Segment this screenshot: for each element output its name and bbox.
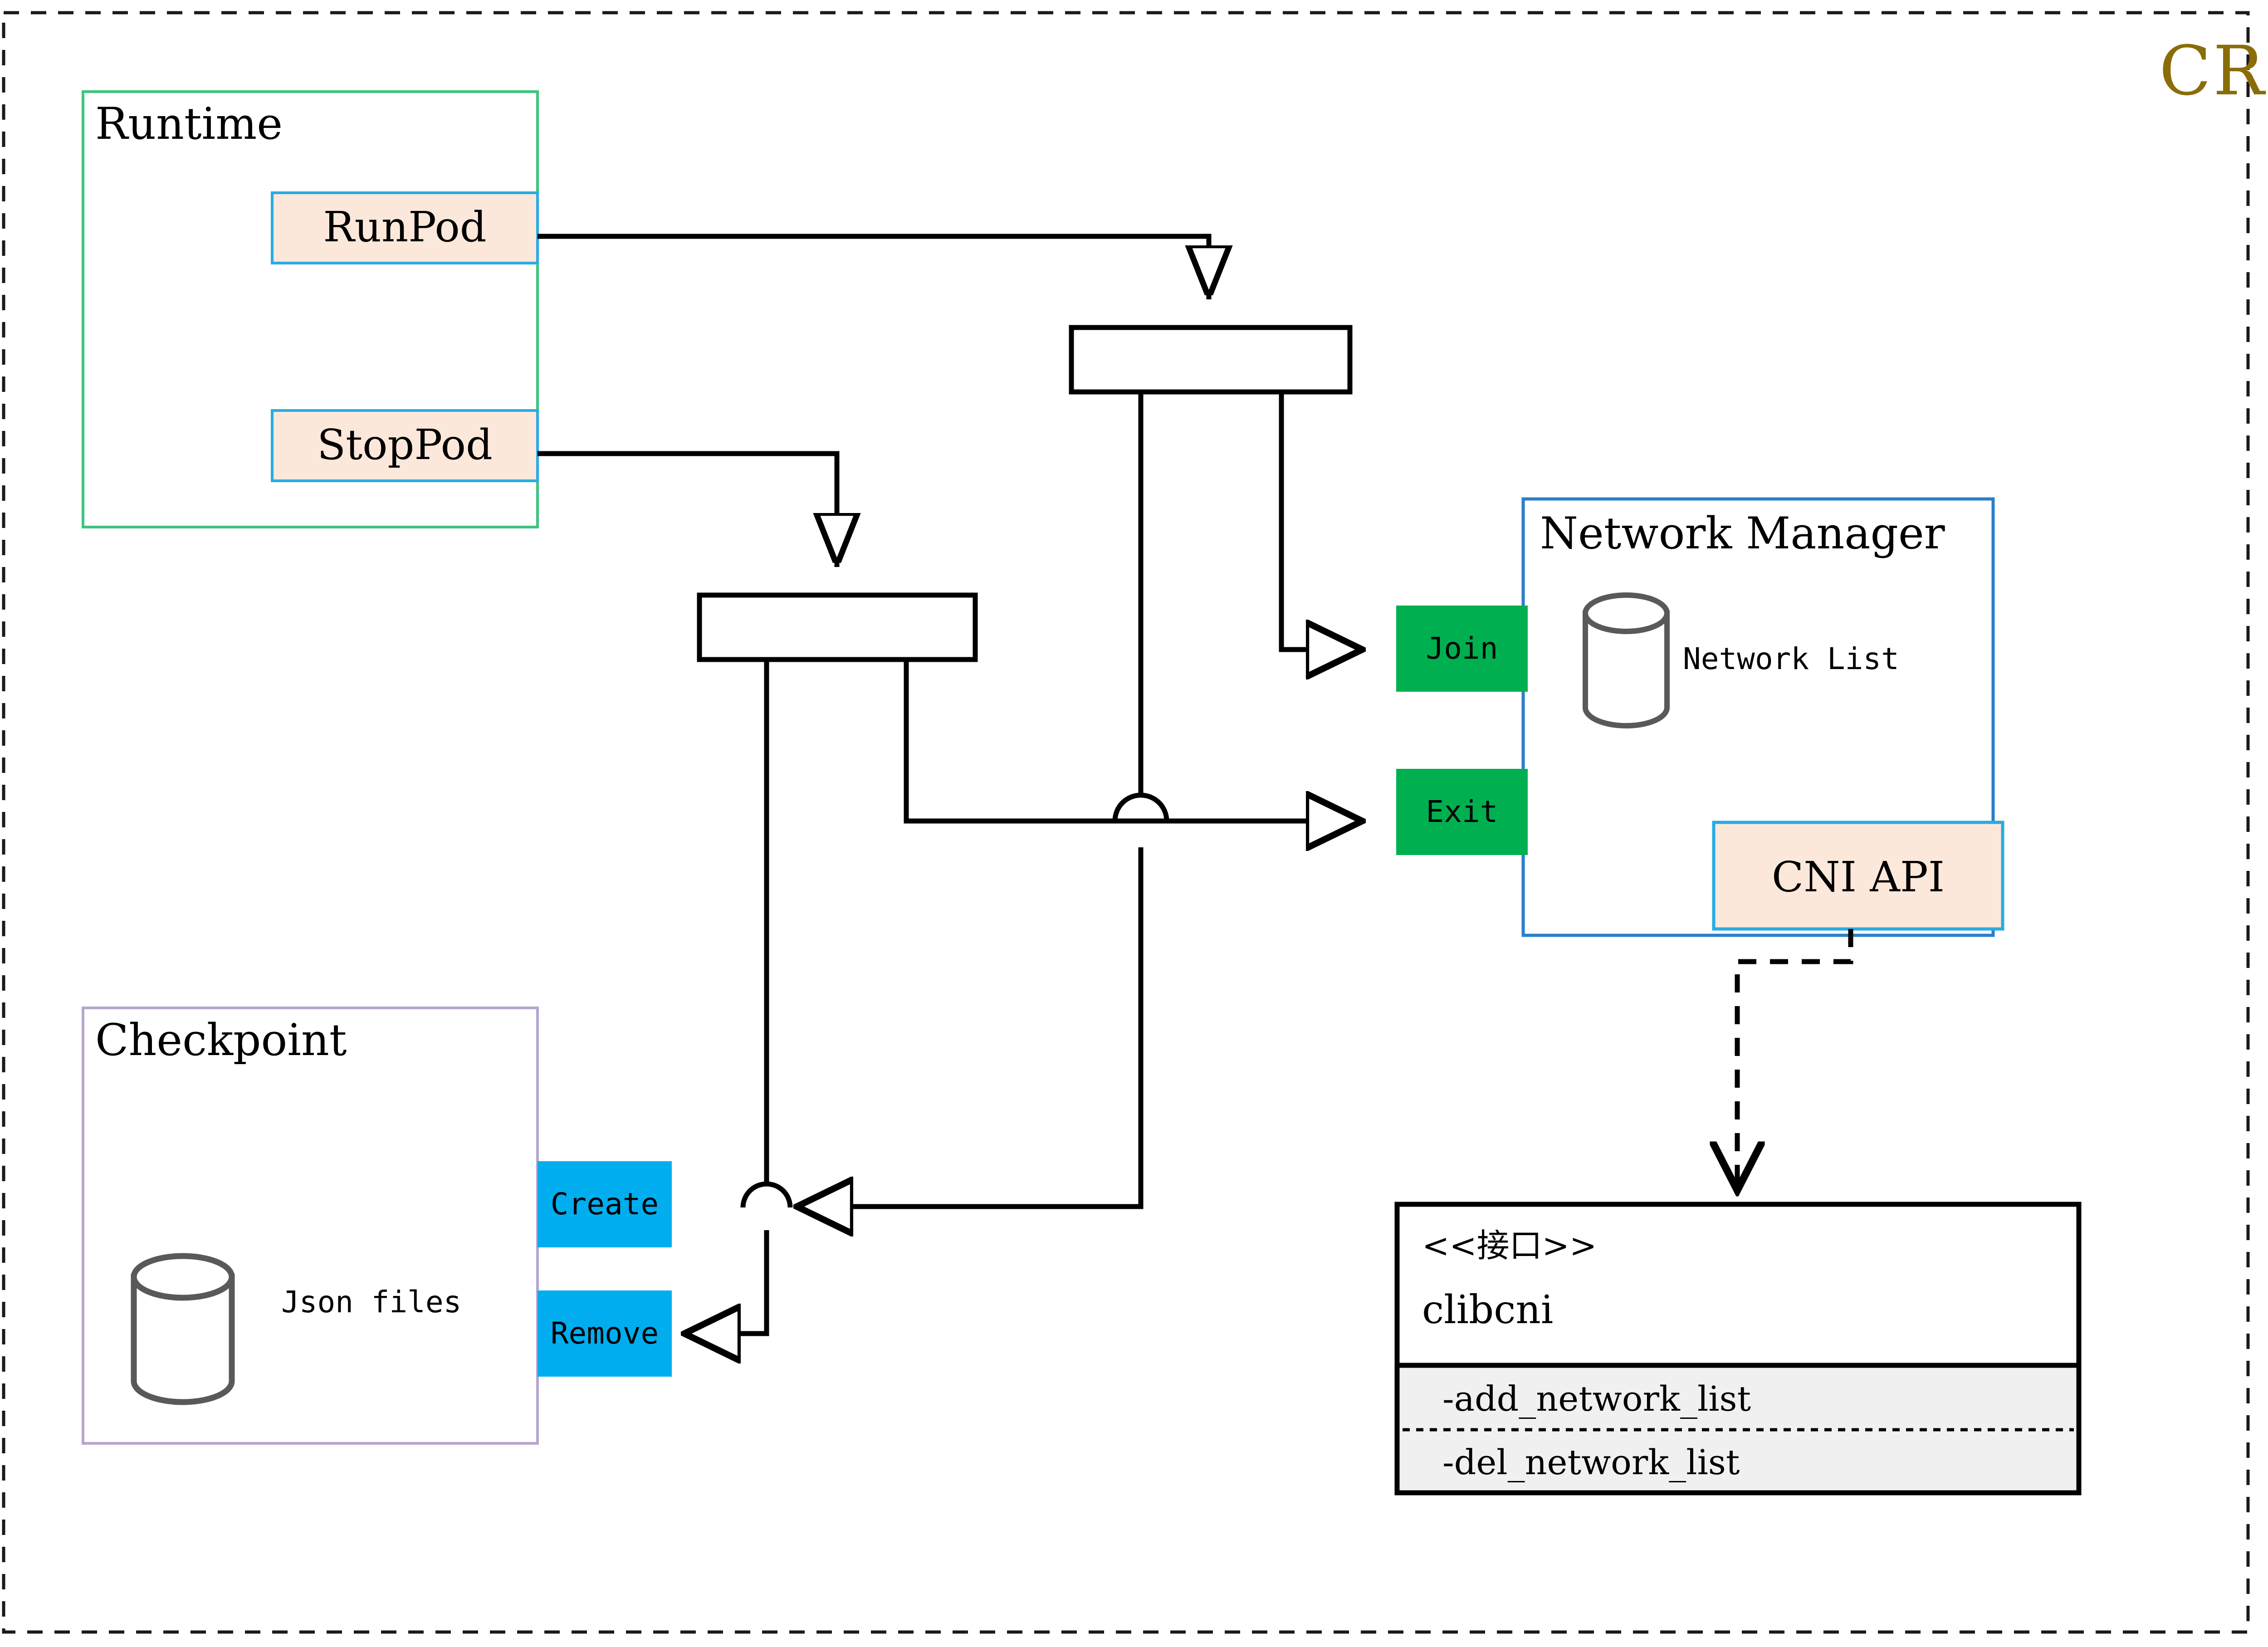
line-hop-create-crossing — [740, 1181, 793, 1208]
runpod-label: RunPod — [323, 203, 487, 251]
exit-node-box[interactable] — [1396, 769, 1528, 855]
clibcni-name: clibcni — [1422, 1287, 1554, 1333]
cni-api-label: CNI API — [1771, 853, 1945, 901]
edge-fork-left-right-branch — [904, 660, 1361, 821]
cni-api-node-box[interactable] — [1712, 821, 2004, 931]
network-list-cylinder-icon — [1583, 592, 1670, 728]
fork-bar-left — [697, 592, 978, 662]
runtime-group-title: Runtime — [95, 98, 283, 149]
network-list-label: Network List — [1683, 641, 1899, 676]
json-files-cylinder-icon — [131, 1253, 235, 1405]
exit-label: Exit — [1426, 794, 1498, 829]
page-title: CRI — [2159, 32, 2268, 111]
stoppod-node-box[interactable] — [271, 409, 539, 482]
create-label: Create — [550, 1187, 659, 1222]
remove-label: Remove — [550, 1316, 659, 1351]
fork-bar-top — [1069, 325, 1353, 395]
edge-stoppod-to-fork-left — [538, 451, 837, 567]
clibcni-stereotype: <<接口>> — [1422, 1227, 1597, 1265]
stoppod-label: StopPod — [317, 420, 493, 469]
join-node-box[interactable] — [1396, 606, 1528, 692]
diagram-frame — [2, 11, 2250, 1634]
edge-fork-top-right-branch — [1279, 392, 1361, 650]
edge-cni-api-to-clibcni — [1737, 929, 1853, 1188]
json-files-label: Json files — [281, 1285, 462, 1320]
clibcni-method-add: -add_network_list — [1442, 1378, 1751, 1419]
network-manager-group-title: Network Manager — [1540, 508, 1945, 559]
runpod-node-box[interactable] — [271, 191, 539, 264]
edge-fork-top-left-branch — [798, 392, 1144, 1207]
edge-runpod-to-fork-top — [538, 234, 1209, 299]
line-hop-exit-crossing — [1112, 792, 1169, 821]
create-node-box[interactable] — [538, 1161, 672, 1247]
clibcni-methods-section — [1400, 1365, 2076, 1490]
clibcni-method-del: -del_network_list — [1442, 1442, 1740, 1482]
edge-fork-left-left-branch — [686, 660, 769, 1334]
checkpoint-group-title: Checkpoint — [95, 1015, 347, 1065]
join-label: Join — [1426, 631, 1498, 666]
